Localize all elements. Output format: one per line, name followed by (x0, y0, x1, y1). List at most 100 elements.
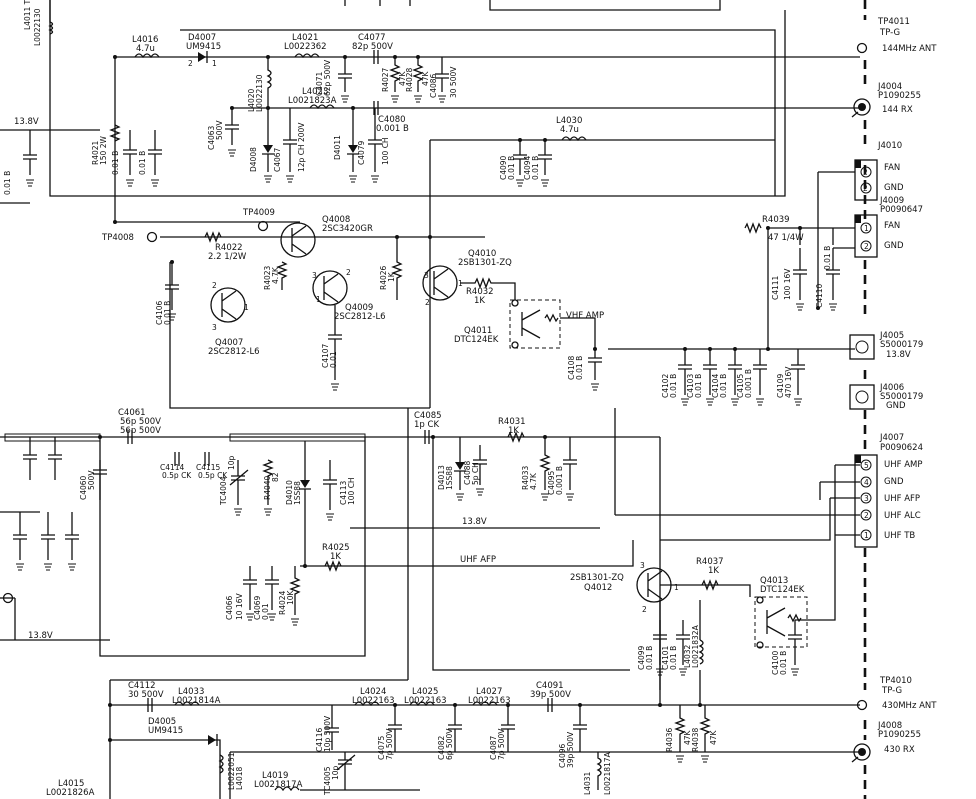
inductor-l4020: L4020 L0022130 (247, 57, 272, 112)
svg-text:430 RX: 430 RX (884, 745, 915, 755)
svg-text:J4004: J4004 (877, 82, 902, 92)
capacitor-c4063: C4063 500V (207, 108, 239, 150)
capacitor-c4115: C4115 0.5p CK (196, 452, 228, 480)
transistor-q4008: Q4008 2SC3420GR (280, 215, 373, 258)
svg-text:10K: 10K (286, 589, 295, 605)
svg-text:GND: GND (884, 477, 904, 487)
resistor-r4028: R4028 47K (405, 57, 430, 92)
label-13v8-mid: 13.8V (462, 517, 487, 527)
capacitor-bank-c4102-c4105: C4102 0.01 B C4103 0.01 B C4104 0.01 B C… (661, 349, 805, 398)
svg-text:L4033: L4033 (178, 687, 204, 697)
svg-text:R4023: R4023 (263, 265, 272, 290)
resistor-r4037: R4037 1K (696, 557, 724, 591)
svg-text:GND: GND (884, 241, 904, 251)
transistor-q4011: VHF AMP Q4011 DTC124EK (454, 299, 604, 349)
svg-text:UHF ALC: UHF ALC (884, 511, 921, 521)
svg-text:47K: 47K (709, 729, 718, 745)
svg-text:5p CH: 5p CH (471, 462, 480, 485)
svg-text:J4007: J4007 (879, 433, 904, 443)
svg-text:10 16V: 10 16V (235, 593, 244, 620)
svg-text:L0022051: L0022051 (227, 752, 236, 790)
inductor-l4021: L4021 L0022362 (284, 33, 327, 59)
svg-text:L4027: L4027 (476, 687, 502, 697)
svg-text:C4061: C4061 (118, 408, 146, 418)
capacitor-c4086: C4086 30 500V (429, 57, 458, 98)
junction-dots (98, 55, 820, 742)
svg-text:C4060: C4060 (79, 475, 88, 500)
svg-text:R4039: R4039 (762, 215, 790, 225)
capacitor-left-1: 0.01 B (3, 130, 37, 195)
svg-text:144MHz ANT: 144MHz ANT (882, 44, 937, 54)
svg-text:56p 500V: 56p 500V (120, 417, 161, 427)
diode-d4010: D4010 1SS88 (285, 441, 311, 566)
svg-text:0.01 B: 0.01 B (669, 646, 678, 670)
capacitor-c4106: C4106 0.01 B (155, 262, 179, 325)
svg-text:GND: GND (884, 183, 904, 193)
svg-text:7p 500V: 7p 500V (497, 728, 506, 760)
svg-text:1K: 1K (474, 296, 485, 306)
connector-j4005: J4005 S5000179 13.8V (849, 331, 923, 360)
svg-text:Q4008: Q4008 (322, 215, 350, 225)
svg-text:0.01 B: 0.01 B (575, 356, 584, 380)
capacitor-c4114: C4114 0.5p CK (160, 452, 192, 480)
svg-text:13.8V: 13.8V (14, 117, 39, 127)
svg-text:500V: 500V (215, 120, 224, 140)
capacitor-c4061: C4061 56p 500V 56p 500V (118, 408, 161, 444)
svg-text:2.2 1/2W: 2.2 1/2W (208, 252, 247, 262)
capacitor-c4059: 0.01 B (138, 130, 162, 175)
svg-text:D4011: D4011 (333, 135, 342, 160)
svg-text:Q4009: Q4009 (345, 303, 373, 313)
svg-text:S5000179: S5000179 (880, 340, 923, 350)
diode-d4005: D4005 UM9415 (148, 717, 218, 746)
svg-text:1K: 1K (387, 271, 396, 282)
resistor-r4039: R4039 47 1/4W (744, 215, 804, 243)
svg-text:J4009: J4009 (879, 196, 904, 206)
svg-text:39p 500V: 39p 500V (530, 690, 571, 700)
capacitor-c4071: C4071 62p 500V (315, 57, 352, 96)
capacitor-c4090: C4090 0.01 B (499, 140, 527, 180)
capacitor-c4111: C4111 100 16V (771, 248, 807, 300)
svg-text:L0021817A: L0021817A (603, 751, 612, 795)
svg-text:C4106: C4106 (155, 300, 164, 325)
svg-text:C4066: C4066 (225, 595, 234, 620)
svg-text:R4022: R4022 (215, 243, 243, 253)
svg-text:2SB1301-ZQ: 2SB1301-ZQ (570, 573, 624, 583)
svg-text:TP4011: TP4011 (877, 17, 910, 27)
capacitor-c4077: C4077 82p 500V (352, 33, 393, 64)
svg-text:1K: 1K (708, 566, 719, 576)
transistor-q4009: 3 1 2 Q4009 2SC2812-L6 (312, 268, 386, 322)
svg-text:L4016: L4016 (132, 35, 158, 45)
label-13v8-bottom-left: 13.8V (28, 631, 53, 641)
inductor-l4033: L4033 L0021814A (172, 687, 221, 707)
svg-text:TP4008: TP4008 (101, 233, 134, 243)
svg-text:6p 500V: 6p 500V (445, 728, 454, 760)
svg-text:2: 2 (864, 242, 869, 251)
svg-text:Q4007: Q4007 (215, 338, 243, 348)
resistor-r4036: R4036 47K (665, 705, 692, 752)
svg-text:L4023: L4023 (302, 87, 328, 97)
svg-text:L4011 TP: L4011 TP (23, 0, 32, 30)
inductor-l4027: L4027 L0022163 (468, 687, 511, 707)
inductor-l4025: L4025 L0022163 (404, 687, 447, 707)
svg-text:C4063: C4063 (207, 125, 216, 150)
svg-text:L0022130: L0022130 (33, 8, 42, 46)
svg-text:C4103: C4103 (686, 373, 695, 398)
svg-text:0.001 B: 0.001 B (744, 369, 753, 398)
svg-text:S5000179: S5000179 (880, 392, 923, 402)
capacitor-c4087: C4087 7p 500V (489, 705, 515, 760)
svg-text:R4028: R4028 (405, 67, 414, 92)
resistor-r4040: R4040 82 (262, 459, 280, 505)
svg-text:62p 500V: 62p 500V (323, 59, 332, 96)
svg-text:R4031: R4031 (498, 417, 526, 427)
svg-text:30 500V: 30 500V (128, 690, 164, 700)
svg-text:C4075: C4075 (377, 735, 386, 760)
svg-text:0.01 B: 0.01 B (3, 171, 12, 195)
svg-text:2: 2 (425, 298, 430, 307)
svg-text:2: 2 (188, 59, 193, 68)
svg-text:D4008: D4008 (249, 147, 258, 172)
svg-text:500V: 500V (87, 470, 96, 490)
svg-text:C4102: C4102 (661, 373, 670, 398)
svg-text:C4088: C4088 (463, 460, 472, 485)
resistor-r4021: R4021 150 2W (91, 124, 121, 165)
svg-text:C4111: C4111 (771, 275, 780, 300)
